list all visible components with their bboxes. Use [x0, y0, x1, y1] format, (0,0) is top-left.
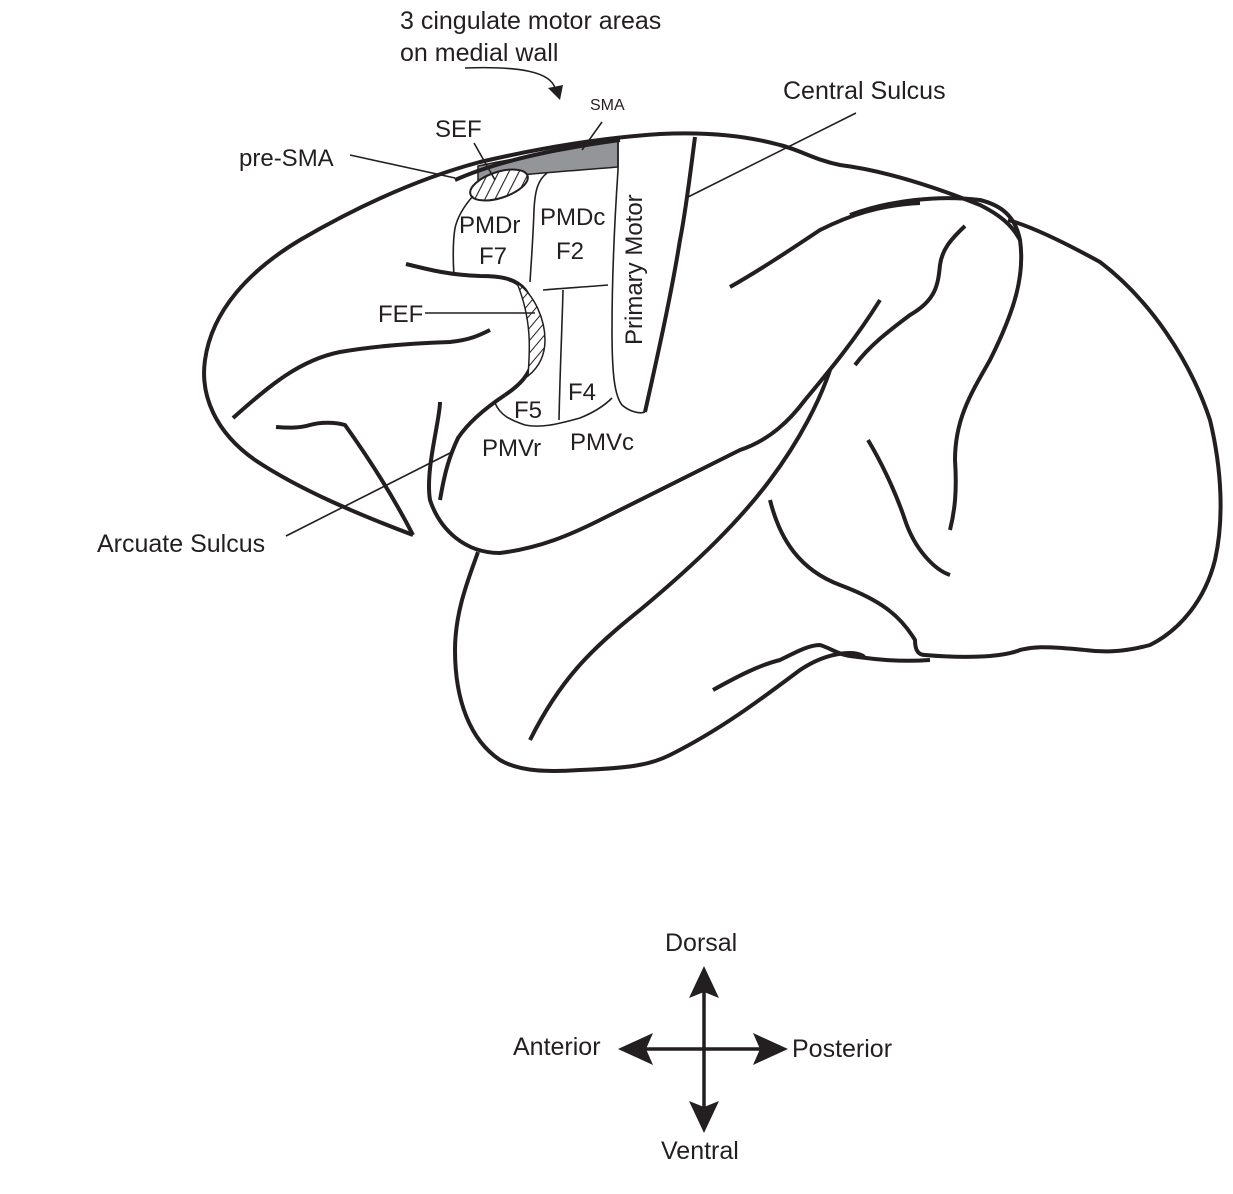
sma-label: SMA — [590, 97, 625, 114]
fef-region — [515, 281, 546, 378]
leader-lines — [285, 66, 857, 537]
arrow-right-icon — [753, 1033, 788, 1065]
pmvc-label: PMVc — [570, 429, 634, 456]
f4-label: F4 — [568, 379, 596, 406]
brain-outline — [202, 131, 1223, 773]
f2-label: F2 — [556, 238, 584, 265]
orientation-compass: Dorsal Ventral Anterior Posterior — [513, 929, 892, 1165]
sef-label: SEF — [435, 116, 482, 143]
pmvr-label: PMVr — [482, 435, 541, 462]
central-sulcus-label: Central Sulcus — [783, 77, 946, 105]
f5-label: F5 — [514, 397, 542, 424]
ventral-label: Ventral — [661, 1137, 739, 1165]
arrow-down-icon — [689, 1101, 719, 1133]
arrow-up-icon — [689, 966, 719, 998]
pre-sma-label: pre-SMA — [239, 145, 334, 172]
primary-motor-label: Primary Motor — [621, 194, 648, 345]
area-boundaries — [452, 140, 646, 427]
arrow-left-icon — [618, 1033, 653, 1065]
cingulate-label-line2: on medial wall — [400, 39, 558, 67]
arcuate-sulcus-label: Arcuate Sulcus — [97, 530, 265, 558]
central-sulcus-line — [643, 136, 697, 413]
cingulate-label-line1: 3 cingulate motor areas — [400, 7, 661, 35]
fef-label: FEF — [378, 301, 423, 328]
dorsal-label: Dorsal — [665, 929, 737, 957]
f7-label: F7 — [479, 243, 507, 270]
anterior-label: Anterior — [513, 1033, 601, 1061]
posterior-label: Posterior — [792, 1035, 892, 1063]
pmdc-label: PMDc — [540, 204, 605, 231]
sef-region — [469, 168, 529, 202]
pmdr-label: PMDr — [459, 212, 520, 239]
